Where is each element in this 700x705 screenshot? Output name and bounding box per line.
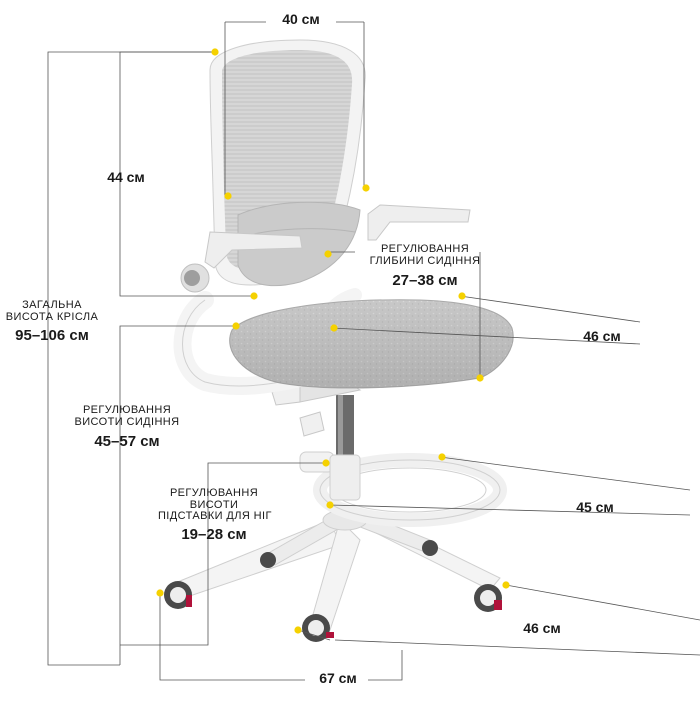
seat-height-caption-2: ВИСОТИ СИДІННЯ xyxy=(74,415,180,428)
backrest xyxy=(209,39,366,287)
seat-depth-block: РЕГУЛЮВАННЯ ГЛИБИНИ СИДІННЯ 27–38 см xyxy=(360,243,490,290)
base-width-label: 67 см xyxy=(319,670,357,686)
dimension-line-10 xyxy=(459,295,641,323)
marker-dot-8 xyxy=(330,324,338,332)
footrest-height-caption-2: ВИСОТИ xyxy=(189,498,239,511)
caster-back-right xyxy=(422,540,438,556)
footrest-height-block: РЕГУЛЮВАННЯ ВИСОТИ ПІДСТАВКИ ДЛЯ НІГ 19–… xyxy=(158,487,272,543)
chair-casters xyxy=(164,540,502,642)
back-height-label: 44 см xyxy=(107,169,145,185)
total-height-block: ЗАГАЛЬНА ВИСОТА КРІСЛА 95–106 см xyxy=(2,299,102,345)
dimension-line-13 xyxy=(439,456,691,491)
marker-dot-3 xyxy=(362,184,370,192)
dimension-line-3 xyxy=(119,325,238,665)
dimension-line-11 xyxy=(331,327,641,345)
seat-height-block: РЕГУЛЮВАННЯ ВИСОТИ СИДІННЯ 45–57 см xyxy=(72,404,182,451)
dimension-line-17 xyxy=(159,595,305,681)
marker-dot-2 xyxy=(224,192,232,200)
seat-depth-caption-2: ГЛИБИНИ СИДІННЯ xyxy=(369,254,481,267)
dimension-line-18 xyxy=(368,650,403,681)
marker-dot-13 xyxy=(156,589,164,597)
footrest-height-caption-1: РЕГУЛЮВАННЯ xyxy=(169,487,259,499)
dimension-line-12 xyxy=(120,462,326,646)
footrest-height-value: 19–28 см xyxy=(181,525,247,543)
dimension-line-15 xyxy=(505,584,700,621)
caster-left xyxy=(164,581,192,609)
marker-dot-5 xyxy=(324,250,332,258)
marker-dot-15 xyxy=(294,626,302,634)
marker-dot-14 xyxy=(502,581,510,589)
caster-front xyxy=(302,614,334,642)
caster-right xyxy=(474,584,502,612)
seat-depth-value: 27–38 см xyxy=(392,272,458,290)
dimension-line-2 xyxy=(119,51,252,297)
dimension-line-19 xyxy=(297,629,331,641)
marker-dot-4 xyxy=(250,292,258,300)
seat-width-label: 46 см xyxy=(583,328,621,344)
marker-dot-1 xyxy=(211,48,219,56)
armrest-left xyxy=(180,231,303,293)
seat-depth-caption-1: РЕГУЛЮВАННЯ xyxy=(380,243,470,255)
back-width-label: 40 см xyxy=(282,11,320,27)
chair xyxy=(164,39,514,642)
seat-cushion xyxy=(229,299,514,389)
dimension-markers xyxy=(156,48,510,634)
base-depth-label: 46 см xyxy=(523,620,561,636)
marker-dot-7 xyxy=(232,322,240,330)
seat-height-caption-1: РЕГУЛЮВАННЯ xyxy=(82,404,172,416)
footrest-width-label: 45 см xyxy=(576,499,614,515)
armrest-right xyxy=(367,204,471,241)
marker-dot-6 xyxy=(458,292,466,300)
total-height-value: 95–106 см xyxy=(15,327,89,345)
total-height-caption-1: ЗАГАЛЬНА xyxy=(22,299,82,311)
marker-dot-9 xyxy=(476,374,484,382)
seat-height-value: 45–57 см xyxy=(94,433,160,451)
marker-dot-11 xyxy=(438,453,446,461)
dimension-line-14 xyxy=(329,504,691,516)
total-height-caption-2: ВИСОТА КРІСЛА xyxy=(5,310,99,323)
dimension-lines xyxy=(47,21,700,681)
dimension-line-16 xyxy=(334,639,700,656)
marker-dot-10 xyxy=(322,459,330,467)
caster-back-left xyxy=(260,552,276,568)
gas-lift xyxy=(329,395,361,501)
marker-dot-12 xyxy=(326,501,334,509)
footrest-height-caption-3: ПІДСТАВКИ ДЛЯ НІГ xyxy=(158,510,272,523)
